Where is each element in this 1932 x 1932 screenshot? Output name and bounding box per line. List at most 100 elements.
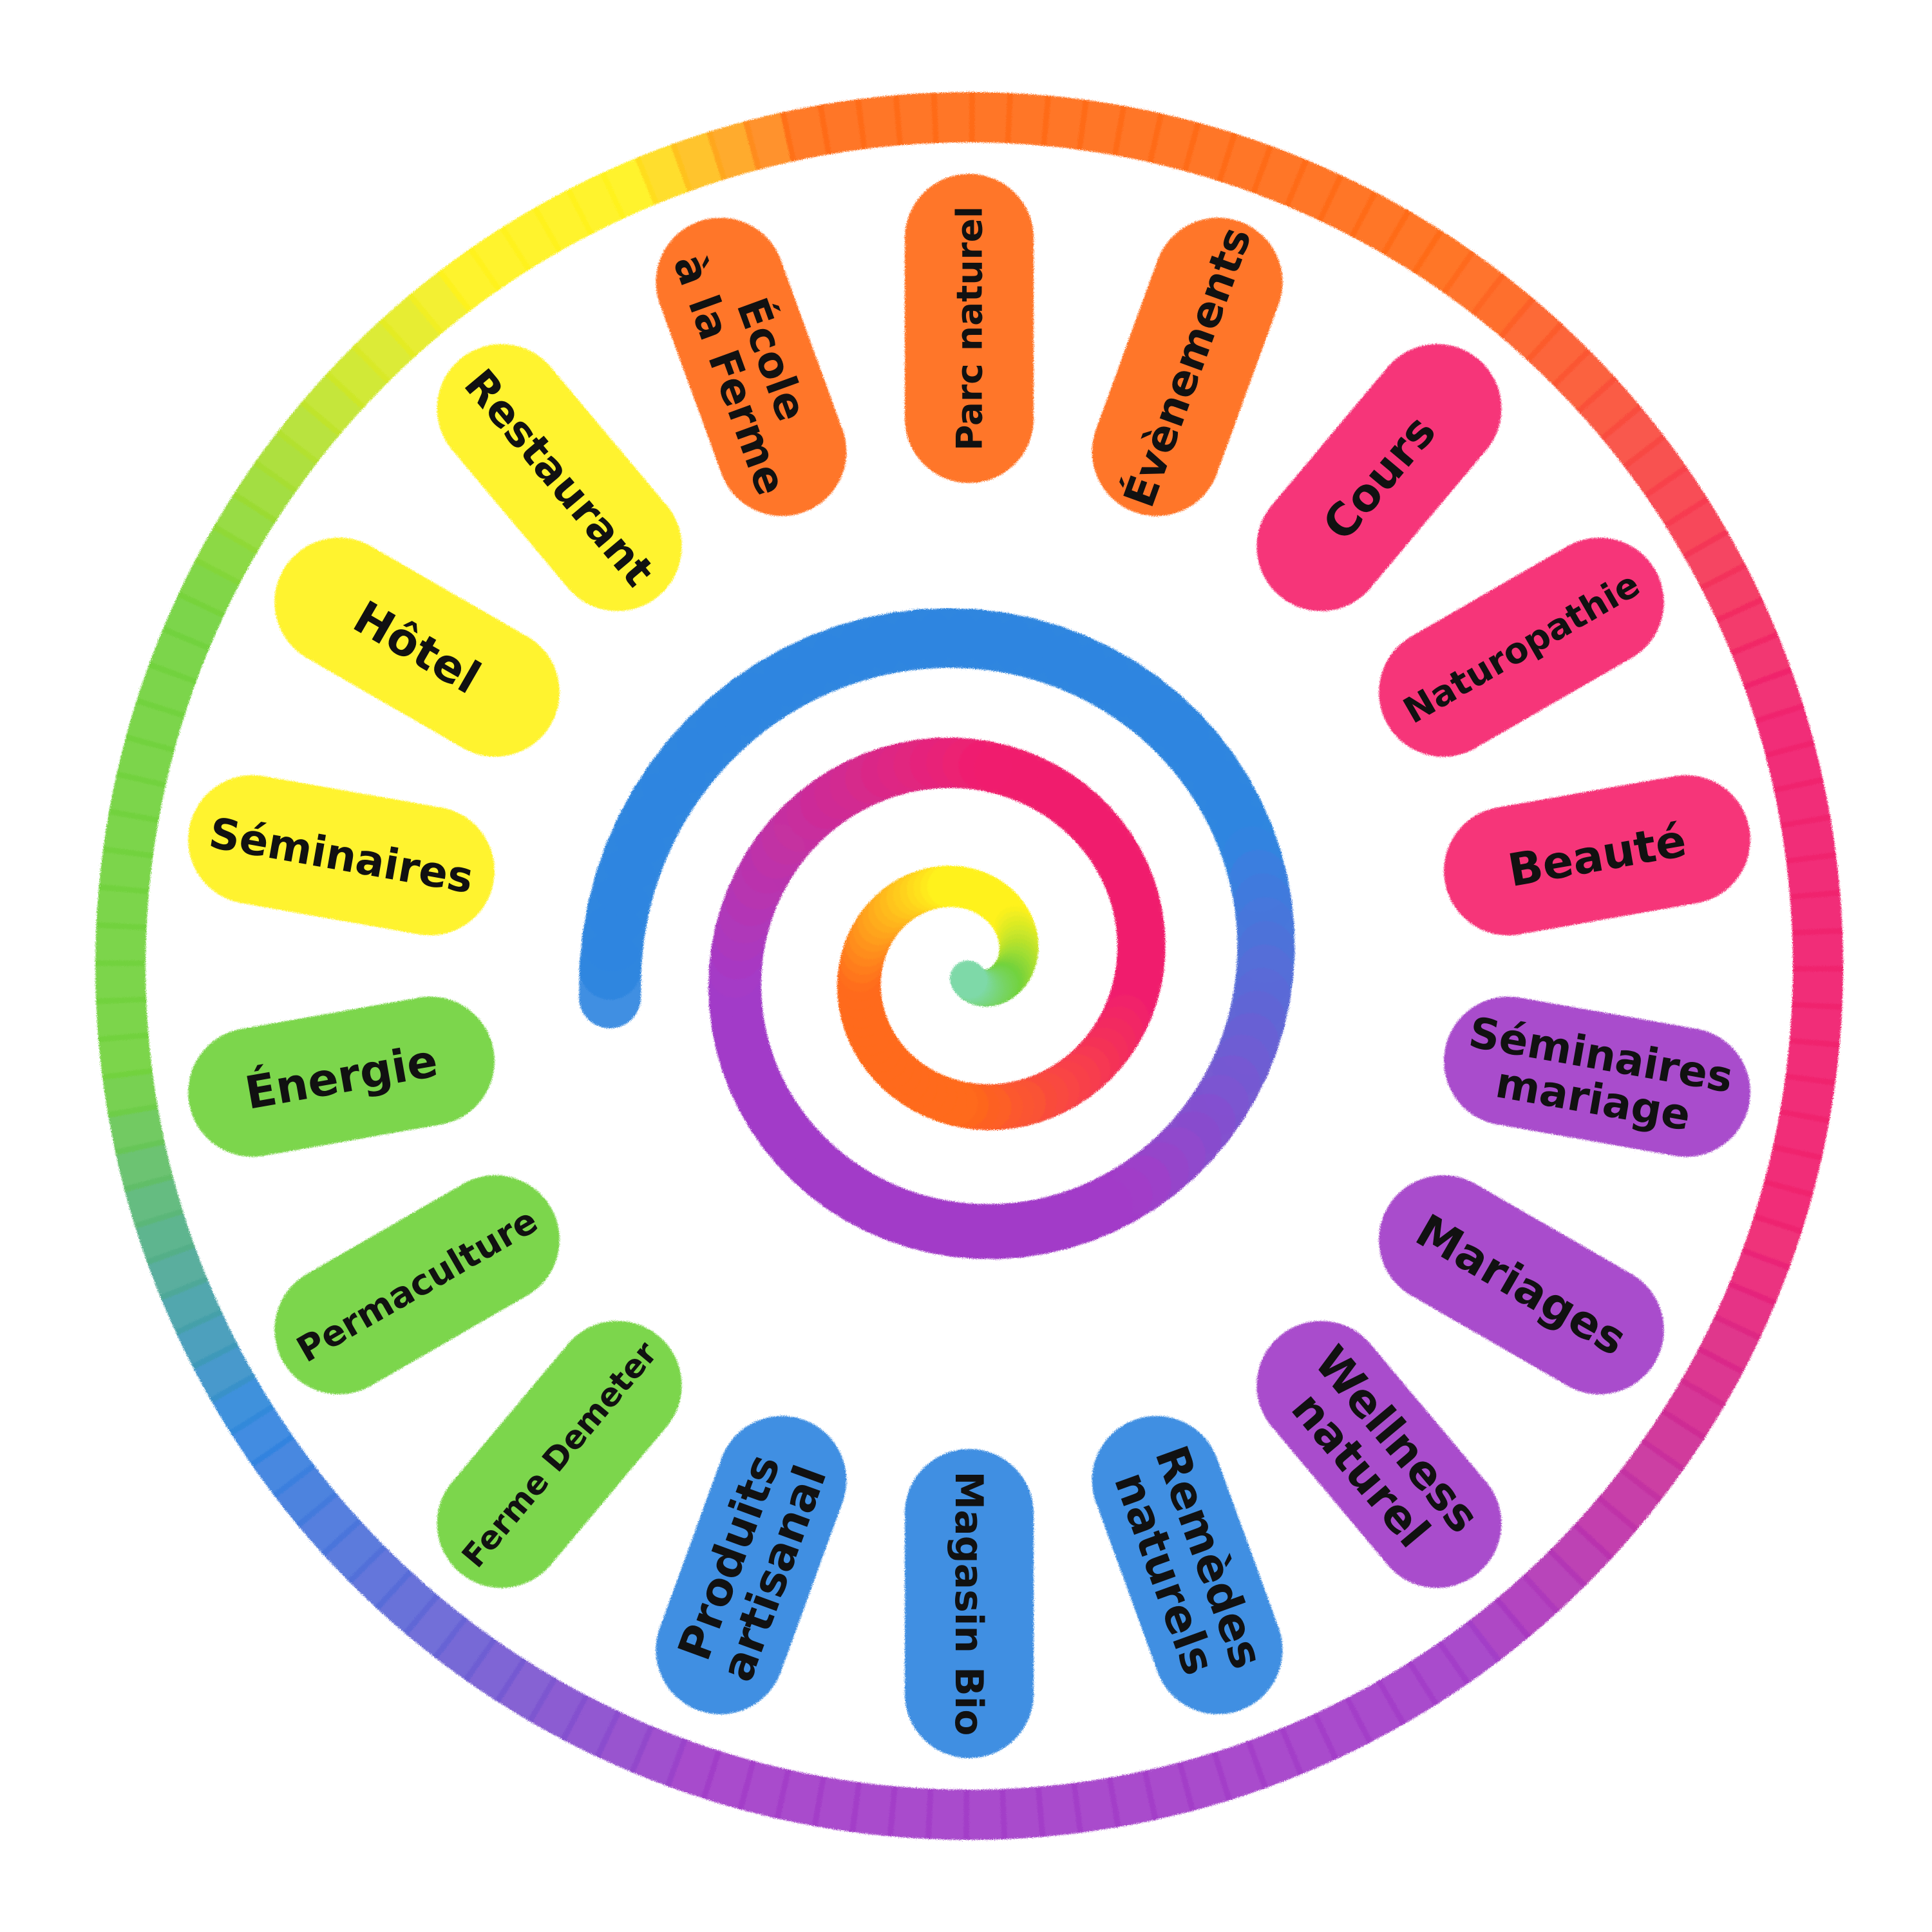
ring-arc [532,188,594,253]
ring-arc [1470,272,1536,339]
ring-arc [468,225,532,292]
ring-arc [1790,889,1843,936]
ring-arc [1251,144,1309,207]
ring-arc [1076,99,1127,156]
ring-arc [1112,105,1164,164]
ring-arc [99,846,154,895]
ring-arc [1785,1037,1840,1086]
ring-arc [407,269,473,336]
ring-arc [969,92,1014,144]
segment-pill [905,1449,1034,1758]
segment-pill [656,1416,847,1714]
ring-arc [272,1463,339,1528]
ring-arc [1349,191,1412,256]
ring-arc [159,1276,223,1336]
ring-arc [1573,1495,1639,1561]
ring-arc [1741,1213,1803,1271]
ring-arc [1211,1739,1269,1801]
ring-arc [1754,703,1815,759]
center-rainbow-spiral [579,608,1295,1260]
ring-arc [1279,1712,1339,1776]
segment-mariages: Mariages [1379,1175,1664,1394]
ring-arc [849,1781,898,1837]
ring-arc [1700,562,1764,623]
ring-arc [1716,596,1779,656]
segment-pill [1256,344,1502,611]
ring-arc [232,460,298,524]
ring-arc [1317,174,1378,238]
ring-arc [817,99,867,155]
ring-arc [499,206,562,272]
ring-arc [1697,1314,1761,1375]
segment-ferme-demeter: Ferme Demeter [437,1321,682,1588]
ring-arc [931,91,975,144]
ring-arc [95,996,149,1043]
segment-restaurant: Restaurant [437,344,682,611]
ring-arc [1494,1573,1560,1640]
ring-arc [212,491,278,554]
ring-arc [665,1738,722,1800]
ring-arc [1780,814,1837,864]
ring-arc [325,344,391,410]
ring-arc [147,626,211,685]
ring-arc [162,591,225,651]
ring-arc [1680,1346,1745,1408]
ring-arc [1728,1247,1791,1306]
ring-arc [1640,1408,1707,1472]
ring-arc [374,1569,440,1636]
ring-arc [347,1544,413,1611]
ring-arc [1792,927,1844,972]
ring-arc [1682,529,1747,591]
segment-naturopathie: Naturopathie [1379,538,1664,757]
ring-arc [1763,1144,1823,1198]
ring-arc [600,156,659,220]
ring-arc [1182,122,1238,182]
ring-arc [1773,777,1831,829]
ring-arc [737,1760,791,1819]
ring-arc [1284,158,1344,222]
ring-arc [999,1786,1046,1840]
ring-arc [1643,464,1710,529]
ring-arc [1381,209,1444,274]
ring-arc [855,95,904,149]
ring-arc [811,1776,862,1833]
segment-pill [437,344,682,611]
ring-arc [95,960,147,1005]
ring-arc [1499,296,1564,363]
segment-pill [188,996,495,1157]
segment-cours: Cours [1256,344,1502,611]
ring-arc [1576,375,1643,441]
ring-arc [229,1403,295,1468]
ring-arc [135,661,198,719]
ring-arc [253,429,319,494]
ring-arc [1772,1108,1830,1161]
ring-arc [1106,1770,1159,1828]
ring-arc [1786,851,1841,900]
ring-arc [1789,1001,1842,1048]
ring-arc [432,1616,497,1682]
ring-arc [1412,229,1475,295]
ring-arc [1521,1548,1587,1615]
segment-pill [1444,775,1750,936]
spiral-stroke [949,960,987,999]
ring-arc [1622,433,1689,498]
segment-label: Parc naturel [949,206,990,451]
ring-arc [495,1658,558,1723]
ring-arc [634,142,693,205]
segment-energie: Énergie [188,996,495,1157]
ring-arc [209,1373,275,1436]
ring-arc [1551,348,1618,414]
ring-arc [887,1786,934,1839]
ring-arc [1663,496,1729,559]
segment-pill [1092,218,1283,516]
segment-label: Magasin Bio [946,1471,991,1736]
segment-pill [1379,1175,1664,1394]
segment-beaute: Beauté [1444,775,1750,936]
ring-arc [1344,1679,1406,1744]
segment-parc-naturel: Parc naturel [905,174,1034,483]
